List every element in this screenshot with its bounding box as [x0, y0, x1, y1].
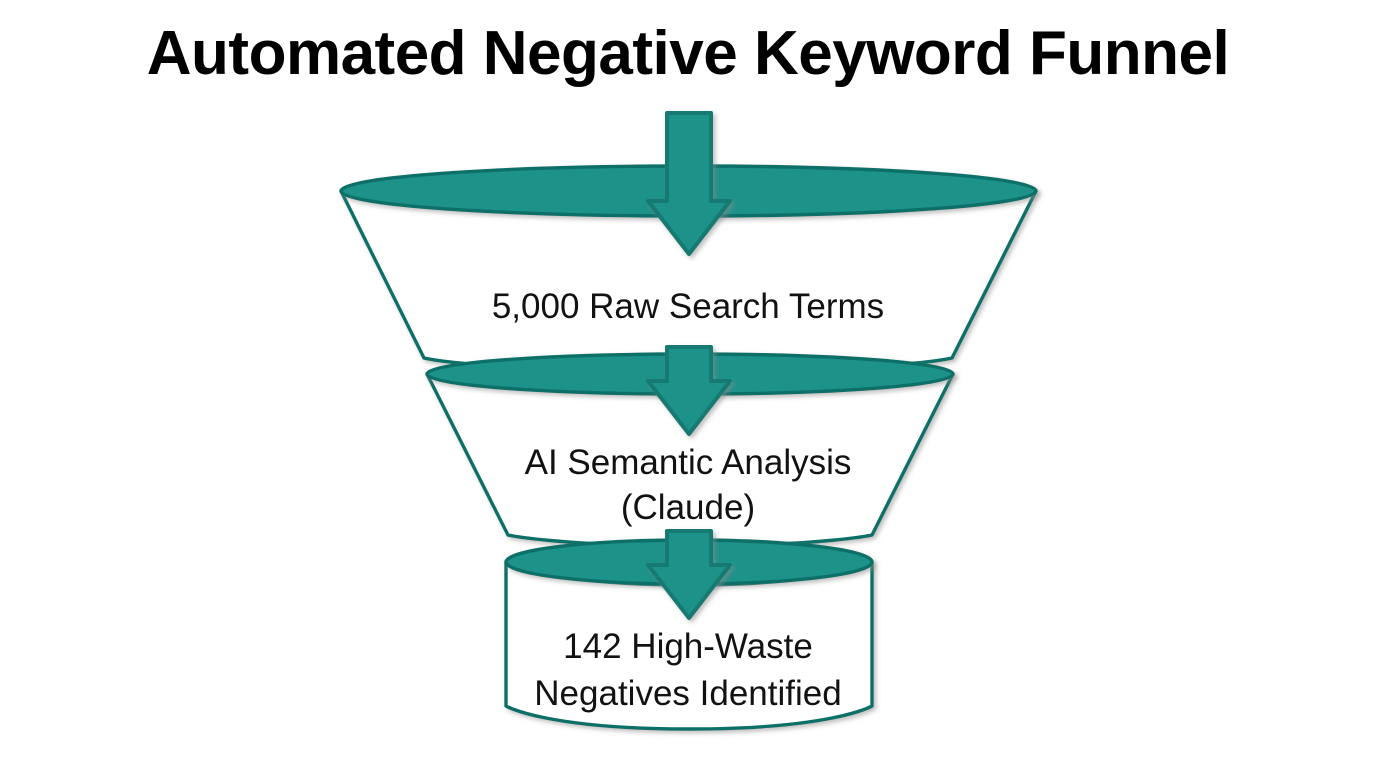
stage-3-label-line-1: 142 High-Waste	[563, 627, 813, 666]
funnel-stage-2[interactable]: AI Semantic Analysis (Claude)	[425, 352, 955, 548]
down-arrow-icon	[646, 529, 732, 620]
stage-1-label: 5,000 Raw Search Terms	[492, 287, 884, 326]
down-arrow-icon	[646, 111, 732, 256]
page-title: Automated Negative Keyword Funnel	[146, 19, 1230, 88]
stage-2-label-line-1: AI Semantic Analysis	[525, 443, 852, 482]
stage-3-label-line-2: Negatives Identified	[534, 674, 841, 713]
funnel-arrows	[646, 111, 732, 620]
down-arrow-icon	[646, 345, 732, 436]
funnel-stage-1[interactable]: 5,000 Raw Search Terms	[339, 164, 1038, 373]
stage-2-label-line-2: (Claude)	[621, 488, 755, 527]
